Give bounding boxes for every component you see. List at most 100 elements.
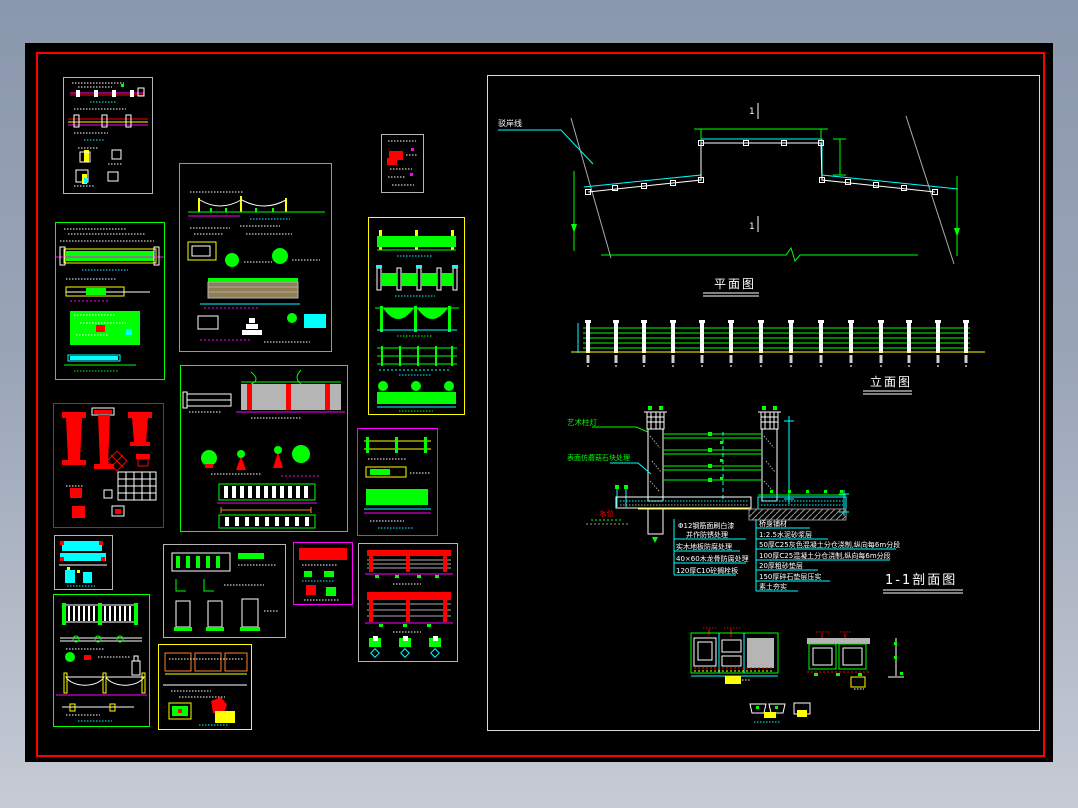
railing-elevation	[56, 228, 164, 271]
detail-panel-f-drawing	[62, 407, 157, 518]
deck-slab	[615, 490, 847, 521]
fence-style-4-rails	[377, 346, 457, 376]
detail-panel-m-drawing	[299, 548, 347, 601]
note-left-1: 并作防锈处理	[686, 530, 728, 539]
elevation-title: 立面图	[870, 374, 912, 389]
shrub-flower-details	[201, 445, 321, 477]
suspension-bridge-elevation	[188, 191, 325, 220]
section-cut-mark-top: 1	[749, 107, 755, 117]
plan-title: 平面图	[714, 277, 756, 291]
detail-panel-n	[358, 543, 458, 662]
detail-panel-d	[381, 134, 424, 193]
lamp-right	[758, 406, 781, 430]
rail-bar-detail	[182, 391, 232, 413]
detail-panel-j-drawing	[56, 603, 147, 722]
fence-style-1-hedge	[377, 230, 456, 257]
detail-panel-c-drawing	[187, 191, 326, 343]
note-right-0: 桥身铺材	[759, 519, 787, 528]
notes-squiggles	[190, 225, 292, 235]
railing-detail	[65, 278, 150, 302]
planter-wall-detail	[187, 241, 320, 309]
section-title: 1-1剖面图	[885, 573, 957, 588]
detail-panel-h	[357, 428, 438, 536]
detail-panel-l	[158, 644, 252, 730]
detail-panel-a-drawing	[68, 82, 148, 187]
railing-plan-1	[70, 82, 145, 103]
water-level: 水位	[586, 508, 630, 525]
main-sheet-drawing: 驳岸线	[498, 103, 985, 723]
section-columns	[647, 428, 778, 543]
note-left-2: 实木地板防腐处理	[676, 542, 732, 551]
detail-panel-e	[368, 217, 465, 415]
note-left-3: 40×60木龙骨防腐处理	[676, 554, 749, 563]
bottom-details	[197, 313, 326, 343]
bottom-rail	[62, 703, 134, 722]
note-right-1: 1:2.5水泥砂浆层	[759, 530, 812, 539]
lamp-label: 艺术柱灯	[567, 417, 597, 427]
detail-panel-b	[55, 222, 165, 380]
detail-panel-m	[293, 542, 353, 605]
detail-panel-c	[179, 163, 332, 352]
drawing-canvas	[25, 43, 1053, 762]
detail-panel-k-drawing	[171, 552, 278, 631]
section-rails	[663, 432, 762, 500]
detail-panel-i	[54, 535, 113, 590]
detail-panel-l-drawing	[163, 652, 248, 726]
notes-left-stack: Φ12钢筋面刷白漆 并作防锈处理 实木地板防腐处理 40×60木龙骨防腐处理 1…	[673, 519, 749, 576]
detail-panel-k	[163, 544, 286, 638]
detail-panel-n-drawing	[365, 550, 453, 658]
column-elevations	[62, 407, 152, 469]
railing-plan-2	[68, 108, 148, 141]
small-detail-figures	[369, 636, 441, 658]
fence-style-3-garland	[375, 306, 459, 337]
main-sheet-panel: 驳岸线	[487, 75, 1040, 731]
detail-panel-h-drawing	[364, 437, 431, 529]
detail-panel-i-drawing	[59, 541, 107, 587]
detail-panel-d-drawing	[387, 140, 418, 186]
section-cut-mark-bottom: 1	[749, 222, 755, 232]
column-plan-details	[106, 450, 150, 472]
bottom-detail-3	[888, 638, 904, 678]
detail-panel-g-drawing	[182, 369, 345, 529]
detail-panel-e-drawing	[375, 230, 459, 412]
notes-right-stack: 桥身铺材 1:2.5水泥砂浆层 50厚C25灰色混凝土分仓浇制,纵向每6m分段 …	[755, 519, 900, 592]
lamp-left	[644, 406, 667, 430]
bottom-detail-2	[807, 631, 870, 690]
section-view: 艺术柱灯	[567, 406, 963, 594]
balustrade-rows	[217, 483, 317, 529]
note-right-6: 素土夯实	[759, 582, 787, 591]
plan-post-markers	[585, 140, 938, 195]
water-level-label: 水位	[599, 508, 614, 518]
fence-style-5-palms	[377, 381, 456, 412]
planting-detail	[70, 311, 140, 345]
detail-panel-g	[180, 365, 348, 532]
plan-view: 驳岸线	[498, 103, 960, 297]
small-figures	[74, 147, 122, 187]
rail-rings-detail	[60, 635, 142, 662]
bottom-detail-1	[690, 627, 779, 684]
fence-elevation-1	[365, 550, 453, 585]
surface-treatment-label: 表面仿蘑菇石块处理	[567, 453, 630, 462]
detail-panel-f	[53, 403, 164, 528]
detail-panel-j	[53, 594, 150, 727]
bottom-plan-shapes	[749, 702, 811, 723]
picket-fence	[62, 603, 138, 625]
detail-panel-a	[63, 77, 153, 194]
wall-elevation	[236, 369, 345, 419]
note-left-4: 120厚C10砼搁栓板	[676, 566, 738, 575]
sheet-red-frame	[36, 52, 1045, 757]
fence-elevation-2	[365, 592, 453, 633]
hatch-grid	[117, 471, 157, 501]
note-right-4: 20厚粗砂垫层	[759, 561, 803, 570]
elevation-view: 立面图	[571, 320, 985, 395]
note-left-0: Φ12钢筋面刷白漆	[678, 521, 734, 530]
red-figures	[66, 485, 125, 518]
note-right-5: 150厚碎石垫层压实	[759, 572, 821, 581]
shore-line-label: 驳岸线	[498, 118, 522, 128]
basin-details	[56, 655, 147, 696]
note-right-3: 100厚C25混凝土分仓浇制,纵向每6m分段	[759, 551, 891, 560]
fence-style-2-panels	[376, 265, 458, 297]
note-right-2: 50厚C25灰色混凝土分仓浇制,纵向每6m分段	[759, 540, 900, 549]
detail-panel-b-drawing	[56, 228, 164, 372]
